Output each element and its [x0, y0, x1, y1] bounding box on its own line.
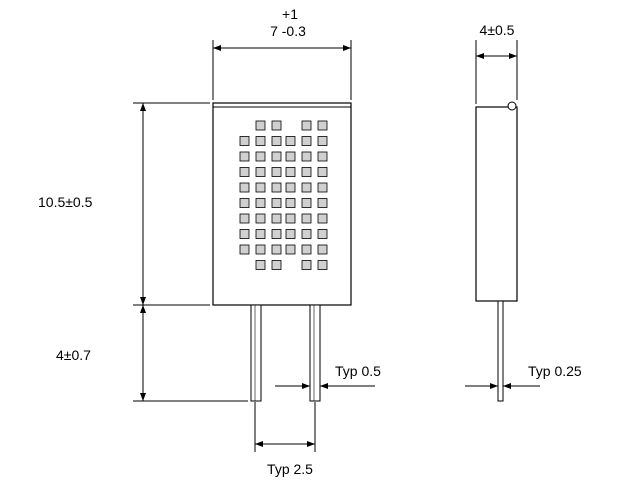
sensing-cell: [285, 167, 296, 177]
sensing-cell: [255, 260, 266, 270]
sensing-cell: [301, 198, 312, 208]
sensing-cell: [239, 182, 250, 193]
sensing-cell: [301, 229, 312, 239]
left-lead: [250, 304, 262, 402]
sensing-cell: [239, 213, 250, 224]
sensing-cell: [255, 198, 266, 208]
sensing-cell: [271, 260, 282, 270]
sensing-cell: [317, 213, 328, 224]
sensing-cell: [239, 151, 250, 162]
right-lead: [309, 304, 321, 402]
sensing-cell: [301, 151, 312, 162]
sensing-cell: [285, 182, 296, 193]
sensing-cell-grid: [239, 120, 328, 270]
side-corner-notch: [507, 101, 517, 111]
sensing-cell: [271, 136, 282, 146]
sensing-cell: [271, 244, 282, 255]
sensing-cell: [317, 167, 328, 177]
sensing-cell: [271, 198, 282, 208]
sensing-cell: [255, 244, 266, 255]
lead-pitch-dimension: [254, 402, 316, 452]
sensing-cell: [239, 198, 250, 208]
sensing-cell: [255, 229, 266, 239]
sensing-cell: [255, 213, 266, 224]
sensing-cell: [239, 136, 250, 146]
sensing-cell: [271, 182, 282, 193]
width-dimension: [212, 40, 352, 100]
thickness-label: 4±0.5: [479, 22, 515, 38]
sensing-cell: [301, 244, 312, 255]
sensing-cell: [271, 229, 282, 239]
sensing-cell: [301, 260, 312, 270]
sensing-cell: [239, 167, 250, 177]
thickness-dimension: [475, 40, 518, 104]
sensing-cell: [301, 213, 312, 224]
sensing-cell: [317, 120, 328, 131]
sensing-cell: [317, 136, 328, 146]
lead-length-label: 4±0.7: [56, 347, 91, 363]
lead-pitch-label: Typ 2.5: [267, 461, 313, 477]
sensing-cell: [255, 182, 266, 193]
sensing-cell: [301, 136, 312, 146]
lead-width-label: Typ 0.5: [335, 363, 381, 379]
sensing-cell: [271, 213, 282, 224]
body-height-label: 10.5±0.5: [38, 194, 93, 210]
sensing-cell: [255, 136, 266, 146]
sensing-cell: [317, 198, 328, 208]
sensor-body-side: [475, 106, 518, 302]
sensing-cell: [285, 198, 296, 208]
lead-length-dimension: [133, 305, 248, 402]
sensing-cell: [285, 213, 296, 224]
width-tolerance-upper-label: +1: [282, 6, 298, 22]
sensing-cell: [285, 151, 296, 162]
sensing-cell: [255, 167, 266, 177]
sensing-cell: [285, 229, 296, 239]
sensor-body-front: [212, 102, 352, 306]
side-lead: [497, 300, 504, 402]
sensing-cell: [271, 120, 282, 131]
width-nominal-label: 7 -0.3: [270, 23, 306, 39]
lead-thickness-label: Typ 0.25: [528, 363, 582, 379]
sensing-cell: [301, 167, 312, 177]
body-height-dimension: [133, 102, 210, 306]
sensing-cell: [301, 120, 312, 131]
sensing-cell: [271, 151, 282, 162]
sensing-cell: [317, 151, 328, 162]
sensing-cell: [301, 182, 312, 193]
sensing-cell: [317, 260, 328, 270]
front-view: [133, 40, 375, 452]
sensing-cell: [239, 229, 250, 239]
sensing-cell: [255, 120, 266, 131]
sensing-cell: [255, 151, 266, 162]
sensing-cell: [239, 244, 250, 255]
sensing-cell: [317, 182, 328, 193]
sensing-cell: [317, 244, 328, 255]
sensing-cell: [271, 167, 282, 177]
sensing-cell: [317, 229, 328, 239]
sensing-cell: [285, 244, 296, 255]
sensing-cell: [285, 136, 296, 146]
side-view: [465, 40, 540, 402]
